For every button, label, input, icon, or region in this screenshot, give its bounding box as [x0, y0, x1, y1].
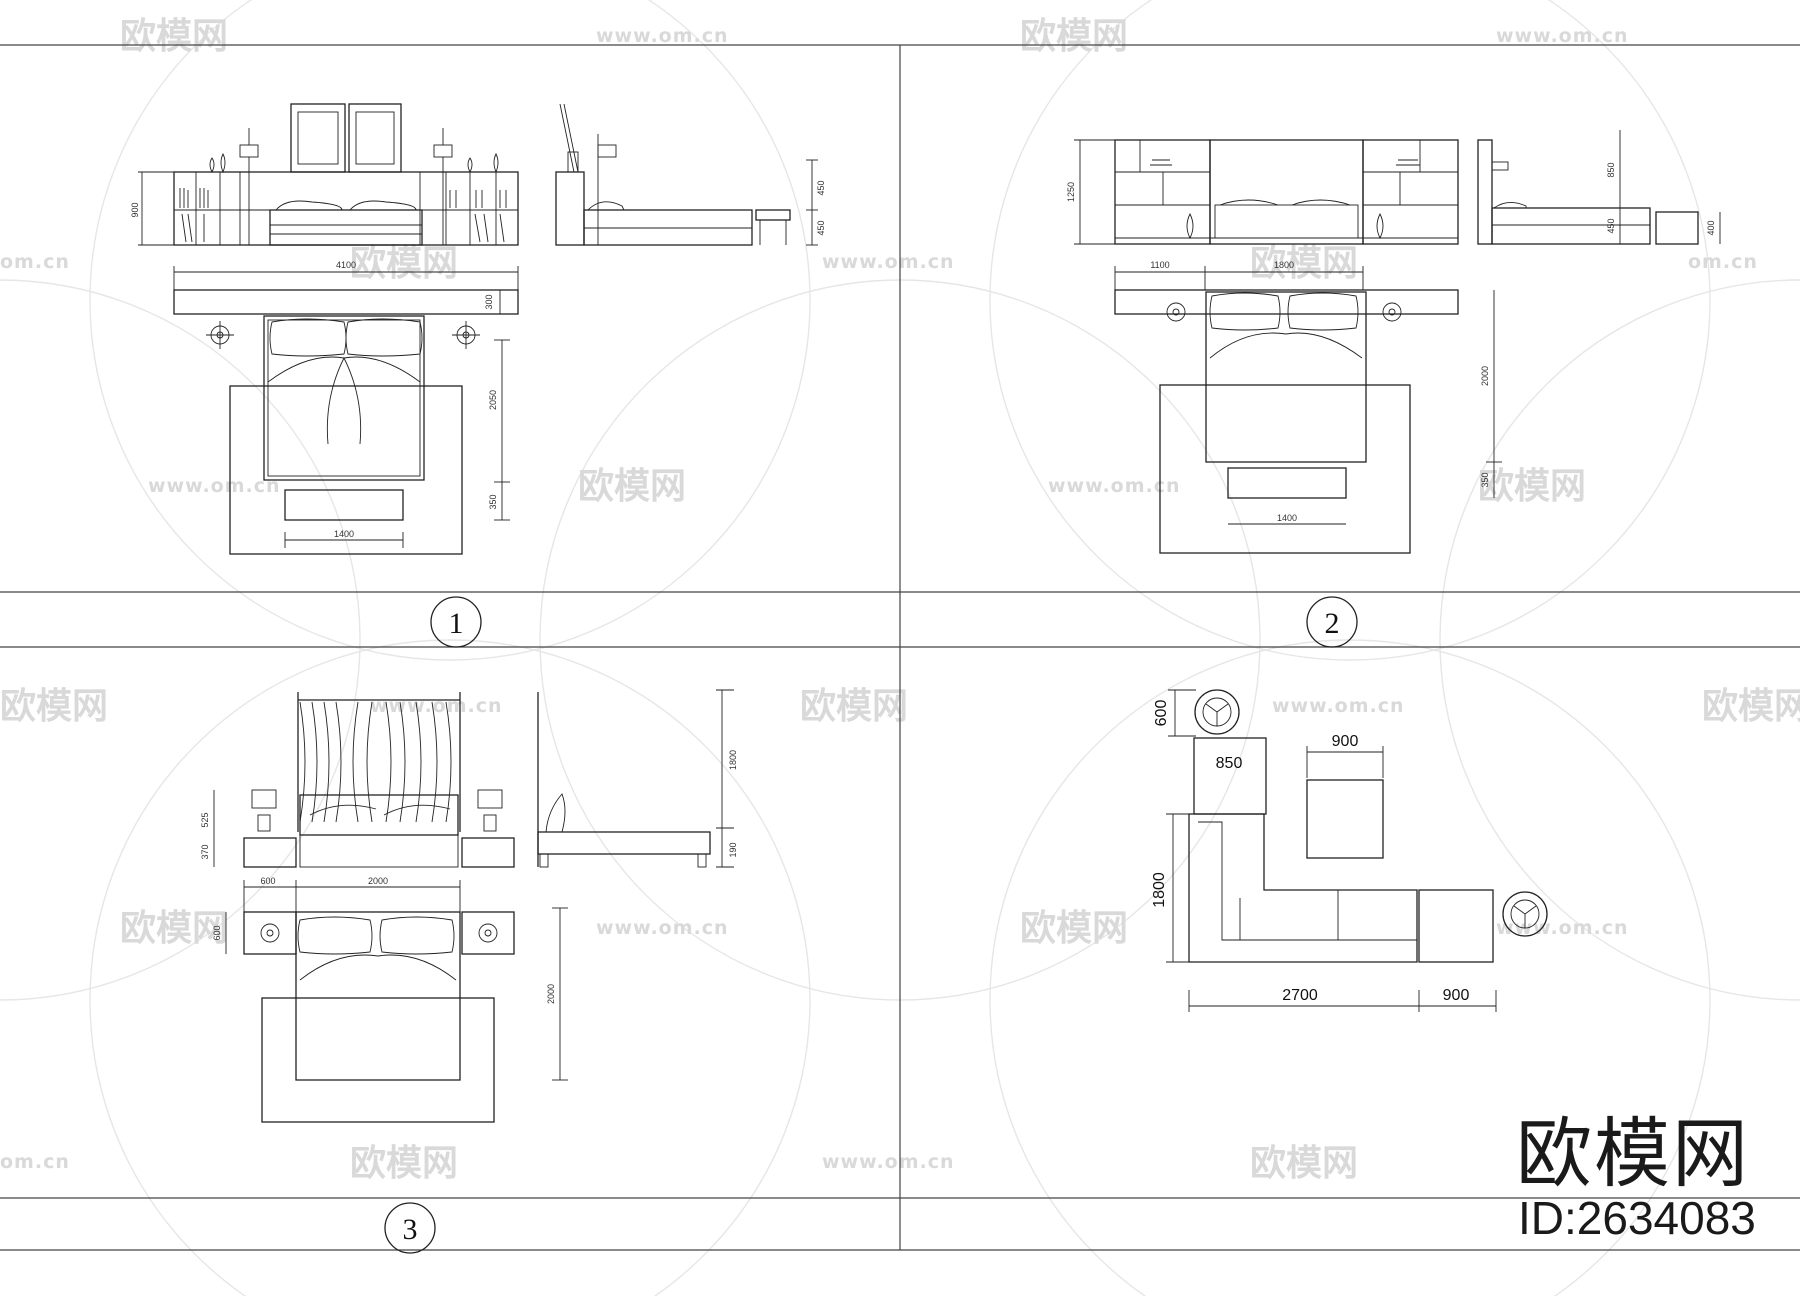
watermark-url: om.cn — [0, 1151, 70, 1173]
watermark-url: www.om.cn — [822, 251, 955, 273]
panel-2-plan: 1100 1800 1400 2000 350 — [1114, 260, 1502, 554]
dim-label: 850 — [1216, 755, 1243, 772]
watermark-url: www.om.cn — [822, 1151, 955, 1173]
watermark-url: www.om.cn — [148, 475, 281, 497]
panel-2-drawing: 1250 850 450 400 1100 1800 — [1066, 130, 1721, 554]
panel-3-plan: 600 2000 600 2000 — [212, 876, 568, 1123]
dim-label: 450 — [1606, 218, 1616, 233]
dim-label: 370 — [200, 844, 210, 859]
panel-3-side-elevation: 1800 190 — [537, 689, 738, 868]
watermark-logo: 欧模网 — [1020, 16, 1128, 57]
watermark-url: om.cn — [1688, 251, 1758, 273]
panel-2-front-elevation: 1250 — [1066, 139, 1459, 245]
dim-label: 190 — [728, 842, 738, 857]
panel-2-side-elevation: 850 450 400 — [1477, 130, 1721, 245]
brand-stamp: 欧模网 ID:2634083 — [1516, 1109, 1756, 1244]
panel-3-front-elevation: 525 370 — [200, 692, 515, 868]
dim-label: 2000 — [368, 876, 388, 886]
dim-label: 600 — [260, 876, 275, 886]
dim-label: 2050 — [488, 390, 498, 410]
dim-label: 350 — [488, 494, 498, 509]
dim-label: 525 — [200, 812, 210, 827]
watermark-logo: 欧模网 — [1478, 466, 1586, 507]
dim-label: 600 — [1153, 700, 1170, 727]
dim-label: 2000 — [546, 984, 556, 1004]
watermark-logo: 欧模网 — [1020, 908, 1128, 949]
dim-label: 850 — [1606, 162, 1616, 177]
dim-label: 900 — [1332, 733, 1359, 750]
panel-label-2: 2 — [1306, 596, 1358, 648]
dim-label: 450 — [816, 180, 826, 195]
dim-label: 300 — [484, 294, 494, 309]
watermark-url: www.om.cn — [1272, 695, 1405, 717]
panel-4-drawing: 600 850 900 1800 2700 900 — [1151, 689, 1548, 1012]
dim-label: 1800 — [728, 750, 738, 770]
watermark-logo: 欧模网 — [1702, 686, 1800, 727]
watermark-logo: 欧模网 — [800, 686, 908, 727]
dim-label: 1250 — [1066, 182, 1076, 202]
dim-label: 900 — [130, 202, 140, 217]
sheet-frame — [0, 44, 1800, 1251]
watermark-url: www.om.cn — [596, 25, 729, 47]
dim-label: 1400 — [1277, 513, 1297, 523]
dim-label: 2700 — [1282, 987, 1318, 1004]
panel-number: 2 — [1325, 607, 1340, 640]
watermark-url: om.cn — [0, 251, 70, 273]
dim-label: 600 — [212, 925, 222, 940]
watermark-logo: 欧模网 — [0, 686, 108, 727]
panel-3-drawing: 525 370 1800 190 600 2000 — [200, 689, 738, 1123]
dim-label: 400 — [1706, 220, 1716, 235]
watermark-url: www.om.cn — [1496, 25, 1629, 47]
dim-label: 1100 — [1150, 260, 1169, 270]
brand-id: ID:2634083 — [1518, 1192, 1756, 1244]
dim-label: 350 — [1480, 472, 1490, 487]
panel-1-front-elevation: 900 — [130, 103, 519, 246]
watermark-url: www.om.cn — [370, 695, 503, 717]
panel-1-drawing: 900 450 450 4100 — [130, 103, 826, 555]
panel-label-3: 3 — [384, 1202, 436, 1254]
dim-label: 1400 — [334, 529, 354, 539]
panel-1-plan: 4100 300 1400 — [173, 260, 519, 555]
watermark-url: www.om.cn — [596, 917, 729, 939]
watermark-logo: 欧模网 — [578, 466, 686, 507]
dim-label: 1800 — [1274, 260, 1294, 270]
panel-number: 3 — [403, 1213, 418, 1246]
watermark-logo: 欧模网 — [350, 243, 458, 284]
watermark-url: www.om.cn — [1496, 917, 1629, 939]
watermark-logo: 欧模网 — [1250, 1143, 1358, 1184]
watermark-logo: 欧模网 — [350, 1143, 458, 1184]
panel-number: 1 — [449, 607, 464, 640]
watermark-logo: 欧模网 — [120, 16, 228, 57]
dim-label: 450 — [816, 220, 826, 235]
dim-label: 4100 — [336, 260, 356, 270]
dim-label: 1800 — [1151, 872, 1168, 908]
watermark-logo: 欧模网 — [120, 908, 228, 949]
dim-label: 2000 — [1480, 366, 1490, 386]
dim-label: 900 — [1443, 987, 1470, 1004]
watermark-logo: 欧模网 — [1250, 243, 1358, 284]
brand-logo-text: 欧模网 — [1516, 1109, 1750, 1198]
panel-1-side-elevation: 450 450 — [555, 103, 826, 246]
panel-label-1: 1 — [430, 596, 482, 648]
watermark-url: www.om.cn — [1048, 475, 1181, 497]
